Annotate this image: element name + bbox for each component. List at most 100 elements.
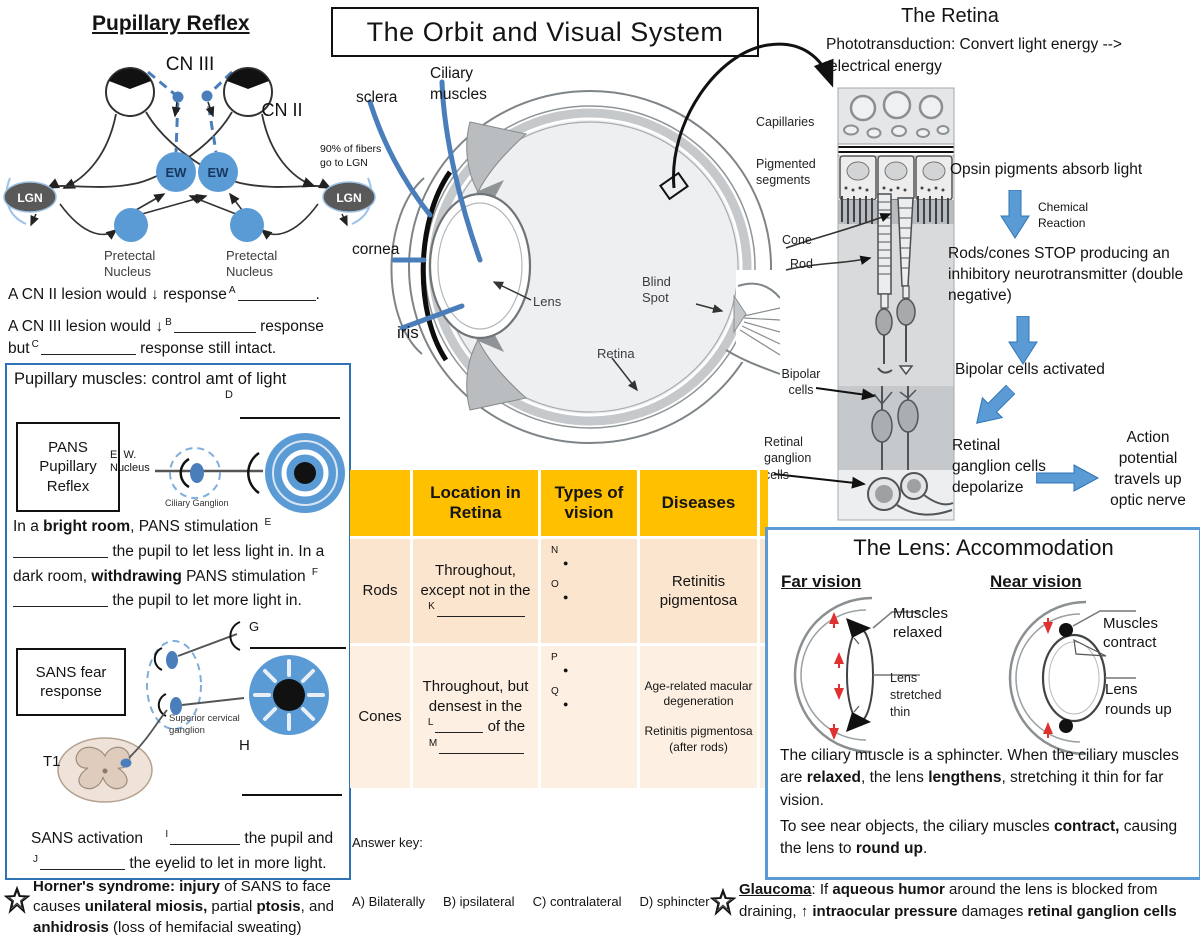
rods-cones-table: Location in Retina Types of vision Disea… bbox=[350, 470, 768, 788]
sans-sentence: SANS activation I the pupil and J the ey… bbox=[31, 829, 334, 872]
fibers-note-1: 90% of fibers bbox=[320, 143, 381, 155]
lens-label: Lens bbox=[533, 294, 562, 309]
constricted-pupil-eye bbox=[247, 433, 345, 513]
answer-sup-h: H bbox=[239, 737, 250, 754]
answer-blank-c bbox=[40, 342, 136, 355]
answer-blank-a bbox=[237, 288, 316, 301]
rod-label: Rod bbox=[790, 257, 813, 271]
cn2-label: CN II bbox=[261, 100, 302, 120]
answer-blank-k bbox=[436, 604, 525, 618]
retina-histology-diagram bbox=[773, 87, 955, 521]
lens-paragraph-1: The ciliary muscle is a sphincter. When … bbox=[780, 747, 1179, 809]
table-header-empty bbox=[350, 470, 410, 536]
lgn-right: LGN bbox=[322, 181, 376, 213]
answer-blank-d bbox=[240, 417, 340, 419]
phototransduction-subtitle-1: Phototransduction: Convert light energy … bbox=[826, 36, 1122, 53]
ganglion-cells-layer bbox=[867, 472, 954, 516]
dilated-pupil-eye bbox=[249, 655, 329, 735]
answer-blank-e bbox=[13, 545, 108, 558]
diagonal-arrow-icon bbox=[976, 384, 1016, 424]
cone-cell bbox=[896, 197, 916, 376]
answer-key: Answer key: A) Bilaterally B) ipsilatera… bbox=[352, 835, 710, 909]
star-icon bbox=[4, 886, 31, 914]
retinal-ganglion-cells-label: Retinal ganglion cells bbox=[764, 435, 812, 482]
sans-fear-label: SANS fear response bbox=[16, 648, 126, 716]
table-header-spacer bbox=[760, 470, 768, 536]
cornea-outline bbox=[390, 177, 425, 355]
answer-blank-j bbox=[40, 857, 125, 870]
near-lens-label: Lens rounds up bbox=[1105, 681, 1172, 718]
eye-cross-section-diagram bbox=[367, 79, 780, 444]
flow-stop: Rods/cones STOP producing an inhibitory … bbox=[948, 245, 1184, 304]
table-row-label-cones: Cones bbox=[350, 646, 410, 788]
cones-spacer-cell bbox=[760, 646, 768, 788]
retina-title: The Retina bbox=[901, 5, 999, 27]
cornea-label: cornea bbox=[352, 241, 400, 258]
eye-to-retina-connector-arrow bbox=[672, 42, 834, 189]
phototransduction-subtitle-2: electrical energy bbox=[829, 58, 942, 75]
answer-blank-f bbox=[13, 594, 108, 608]
flow-ganglion: Retinal ganglion cells depolarize bbox=[952, 437, 1046, 496]
pupillary-reflex-title: Pupillary Reflex bbox=[92, 12, 250, 35]
sclera-outline bbox=[408, 90, 772, 444]
pretectal-nucleus-right bbox=[230, 208, 264, 242]
answer-blank-h bbox=[242, 794, 342, 796]
capillaries-label: Capillaries bbox=[756, 115, 815, 129]
rods-spacer-cell bbox=[760, 539, 768, 643]
down-arrow-icon bbox=[1000, 190, 1030, 239]
ew-nucleus-left: EW bbox=[156, 152, 196, 192]
spinal-cord-t1 bbox=[57, 737, 153, 803]
left-eye bbox=[105, 67, 155, 117]
answer-blank-i bbox=[170, 832, 241, 845]
answer-blank-g bbox=[250, 647, 346, 649]
lgn-left: LGN bbox=[3, 181, 57, 213]
cones-vision-cell: P ● Q ● bbox=[541, 646, 637, 788]
pretectal-nucleus-left bbox=[114, 208, 148, 242]
iris-leader bbox=[399, 303, 465, 331]
far-muscles-label: Muscles relaxed bbox=[893, 605, 949, 641]
t1-label: T1 bbox=[43, 753, 61, 770]
main-title: The Orbit and Visual System bbox=[331, 7, 759, 57]
fibers-note-2: go to LGN bbox=[320, 157, 368, 169]
ciliary-muscles-label: Ciliary muscles bbox=[430, 65, 487, 103]
near-vision-eye-diagram bbox=[1008, 600, 1136, 756]
answer-sup-d: D bbox=[225, 389, 233, 401]
pupillary-reflex-diagram: EW EW LGN LGN CN III CN II 90% of fibers… bbox=[3, 54, 381, 242]
iris-label: iris bbox=[397, 323, 419, 342]
ew-nucleus-label: E. W. Nucleus bbox=[110, 449, 150, 475]
pans-paragraph: In a bright room, PANS stimulation E the… bbox=[13, 517, 325, 610]
star-icon bbox=[710, 888, 737, 916]
glaucoma-note: Glaucoma: If aqueous humor around the le… bbox=[739, 881, 1177, 920]
flow-chemical-reaction: Chemical Reaction bbox=[1038, 200, 1089, 230]
pigment-comb bbox=[841, 196, 949, 224]
right-eye bbox=[223, 67, 273, 117]
far-vision-label: Far vision bbox=[781, 572, 862, 591]
pretectal-label-left: Pretectal Nucleus bbox=[104, 248, 156, 280]
answer-blank-m bbox=[439, 741, 525, 754]
answer-sup-g: G bbox=[249, 619, 260, 634]
table-header-location: Location in Retina bbox=[413, 470, 538, 536]
answer-blank-l bbox=[435, 720, 484, 733]
horner-note: Horner's syndrome: injury of SANS to fac… bbox=[33, 878, 335, 936]
cn3-fiber-left bbox=[147, 70, 180, 153]
cone-label: Cone bbox=[782, 233, 812, 247]
lens-paragraph-2: To see near objects, the ciliary muscles… bbox=[780, 818, 1178, 858]
rods-location-cell: Throughout, except not in the K bbox=[413, 539, 538, 643]
lens-shape bbox=[428, 192, 532, 340]
magnified-region-marker bbox=[659, 171, 689, 201]
pupillary-muscles-box: Pupillary muscles: control amt of light … bbox=[5, 363, 351, 880]
optic-nerve-fibers bbox=[739, 307, 780, 356]
retina-label: Retina bbox=[597, 346, 635, 361]
table-header-diseases: Diseases bbox=[640, 470, 757, 536]
far-vision-eye-diagram bbox=[793, 596, 920, 754]
rods-diseases-cell: Retinitis pigmentosa bbox=[640, 539, 757, 643]
bipolar-cells-label: Bipolar cells bbox=[781, 367, 821, 398]
near-muscles-label: Muscles contract bbox=[1103, 615, 1159, 651]
pigmented-segments-layer bbox=[839, 155, 953, 201]
capillaries-layer bbox=[849, 90, 944, 122]
svg-text:EW: EW bbox=[166, 165, 188, 180]
svg-text:EW: EW bbox=[208, 165, 230, 180]
sclera-leader bbox=[367, 99, 433, 218]
flow-opsin: Opsin pigments absorb light bbox=[950, 161, 1143, 178]
answer-blank-b bbox=[173, 320, 256, 333]
